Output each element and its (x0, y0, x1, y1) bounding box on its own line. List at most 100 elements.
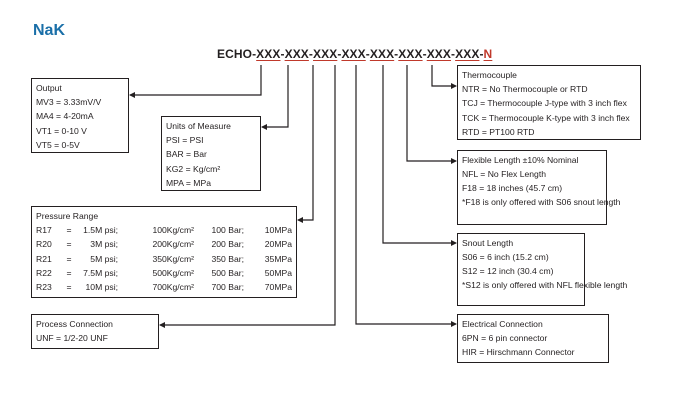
code-prefix: ECHO- (217, 47, 257, 61)
connector-process (159, 65, 336, 328)
pressure-bar: 700 Bar; (211, 282, 245, 293)
pressure-code: R17 (36, 225, 52, 236)
pressure-psi: 5M psi; (90, 253, 118, 264)
connector-units (261, 65, 289, 130)
code-segment-thermocouple: XXX (455, 47, 480, 61)
snout-note: *S12 is only offered with NFL flexible l… (462, 279, 628, 290)
thermocouple-heading: Thermocouple (462, 70, 517, 80)
thermocouple-row: NTR = No Thermocouple or RTD (462, 84, 588, 95)
electrical-row: 6PN = 6 pin connector (462, 333, 548, 344)
connector-thermocouple (431, 65, 457, 89)
code-segment-units: XXX (284, 47, 309, 61)
pressure-psi: 3M psi; (90, 239, 118, 250)
thermocouple-box: Thermocouple NTR = No Thermocouple or RT… (457, 65, 641, 140)
pressure-code: R20 (36, 239, 52, 250)
process-heading: Process Connection (36, 319, 113, 329)
code-sep: - (451, 47, 456, 61)
snout-row: S06 = 6 inch (15.2 cm) (462, 252, 549, 263)
connector-output (129, 65, 262, 98)
code-sep: - (394, 47, 399, 61)
pressure-mpa: 35MPa (264, 253, 292, 264)
pressure-row: R21 = 5M psi; 350Kg/cm² 350 Bar; 35MPa (36, 252, 292, 266)
snout-heading: Snout Length (462, 238, 514, 248)
pressure-box: Pressure Range R17 = 1.5M psi; 100Kg/cm²… (31, 206, 297, 298)
pressure-code: R23 (36, 282, 52, 293)
pressure-psi: 10M psi; (85, 282, 118, 293)
process-row: UNF = 1/2-20 UNF (36, 333, 108, 344)
pressure-kg: 350Kg/cm² (152, 253, 194, 264)
flexible-row: NFL = No Flex Length (462, 169, 546, 180)
pressure-heading: Pressure Range (36, 211, 99, 221)
pressure-bar: 200 Bar; (211, 239, 245, 250)
units-row: BAR = Bar (166, 149, 207, 160)
output-row: MV3 = 3.33mV/V (36, 97, 102, 108)
units-heading: Units of Measure (166, 121, 231, 131)
output-row: VT1 = 0-10 V (36, 125, 87, 136)
flexible-note: *F18 is only offered with S06 snout leng… (462, 196, 621, 207)
pressure-bar: 350 Bar; (211, 253, 245, 264)
pressure-row: R17 = 1.5M psi; 100Kg/cm² 100 Bar; 10MPa (36, 223, 292, 237)
code-sep: - (308, 47, 314, 61)
pressure-psi: 7.5M psi; (83, 267, 118, 278)
units-row: KG2 = Kg/cm² (166, 163, 221, 174)
snout-box: Snout Length S06 = 6 inch (15.2 cm) S12 … (457, 233, 628, 306)
process-box: Process Connection UNF = 1/2-20 UNF (31, 314, 159, 349)
pressure-row: R20 = 3M psi; 200Kg/cm² 200 Bar; 20MPa (36, 237, 292, 251)
flexible-row: F18 = 18 inches (45.7 cm) (462, 183, 563, 194)
pressure-eq: = (66, 282, 72, 293)
code-sep: - (337, 47, 342, 61)
pressure-code: R22 (36, 267, 52, 278)
electrical-heading: Electrical Connection (462, 319, 543, 329)
output-row: VT5 = 0-5V (36, 139, 80, 150)
pressure-table: R17 = 1.5M psi; 100Kg/cm² 100 Bar; 10MPa… (36, 223, 292, 294)
output-heading: Output (36, 83, 62, 93)
code-segment-flexible: XXX (426, 47, 452, 61)
electrical-row: HIR = Hirschmann Connector (462, 347, 575, 358)
pressure-row: R22 = 7.5M psi; 500Kg/cm² 500 Bar; 50MPa (36, 266, 292, 280)
pressure-kg: 700Kg/cm² (152, 282, 194, 293)
pressure-eq: = (66, 253, 72, 264)
connector-snout (382, 65, 457, 246)
units-row: PSI = PSI (166, 135, 204, 146)
code-sep: - (479, 47, 484, 61)
thermocouple-row: TCJ = Thermocouple J-type with 3 inch fl… (462, 98, 627, 109)
connector-flexible (406, 65, 457, 164)
model-code: ECHO-XXX-XXX-XXX-XXX-XXX-XXX-XXX-XXX-N (217, 47, 492, 61)
electrical-box: Electrical Connection 6PN = 6 pin connec… (457, 314, 609, 363)
code-segment-pressure: XXX (313, 47, 338, 61)
pressure-row: R23 = 10M psi; 700Kg/cm² 700 Bar; 70MPa (36, 280, 292, 294)
connector-electrical (355, 65, 457, 327)
pressure-psi: 1.5M psi; (83, 225, 118, 236)
code-sep: - (280, 47, 285, 61)
code-sep: - (365, 47, 370, 61)
code-suffix: N (483, 47, 493, 61)
code-segment-process: XXX (341, 47, 366, 61)
page-title: NaK (33, 22, 66, 39)
pressure-eq: = (66, 225, 72, 236)
units-box: Units of Measure PSI = PSI BAR = Bar KG2… (161, 116, 261, 191)
pressure-mpa: 70MPa (264, 282, 292, 293)
pressure-kg: 500Kg/cm² (152, 267, 194, 278)
connector-pressure (297, 65, 314, 223)
pressure-eq: = (66, 239, 72, 250)
pressure-mpa: 50MPa (264, 267, 292, 278)
pressure-bar: 500 Bar; (211, 267, 245, 278)
thermocouple-row: TCK = Thermocouple K-type with 3 inch fl… (462, 112, 630, 123)
snout-row: S12 = 12 inch (30.4 cm) (462, 266, 554, 277)
pressure-kg: 100Kg/cm² (152, 225, 194, 236)
code-segment-electrical: XXX (369, 47, 395, 61)
pressure-eq: = (66, 267, 72, 278)
pressure-bar: 100 Bar; (211, 225, 245, 236)
output-box: Output MV3 = 3.33mV/V MA4 = 4-20mA VT1 =… (31, 78, 129, 153)
code-segment-snout: XXX (398, 47, 423, 61)
code-sep: - (422, 47, 427, 61)
flexible-box: Flexible Length ±10% Nominal NFL = No Fl… (457, 150, 621, 225)
pressure-code: R21 (36, 253, 52, 264)
code-segment-output: XXX (256, 47, 281, 61)
flexible-heading: Flexible Length ±10% Nominal (462, 155, 579, 165)
pressure-mpa: 20MPa (264, 239, 292, 250)
pressure-kg: 200Kg/cm² (152, 239, 194, 250)
pressure-mpa: 10MPa (264, 225, 292, 236)
output-row: MA4 = 4-20mA (36, 111, 94, 122)
